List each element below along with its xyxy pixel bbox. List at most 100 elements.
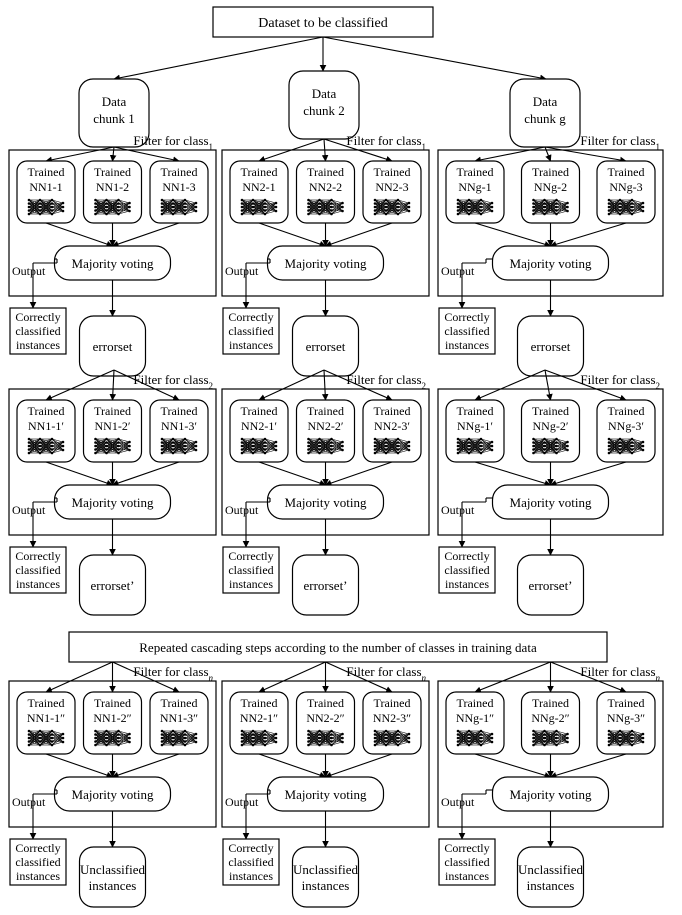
nn-edge: [544, 199, 557, 208]
nn-edge: [252, 206, 266, 215]
nn-edge: [28, 438, 41, 454]
nn-node: [532, 441, 535, 444]
nn-edge: [28, 730, 41, 746]
nn-name-label: NN2-1″: [240, 711, 278, 725]
nn-node: [263, 444, 267, 448]
stage-1-panel-3: Filter for class1TrainedNNg-1TrainedNNg-…: [437, 133, 664, 377]
nn-edge: [556, 733, 568, 735]
nn-edge: [172, 730, 186, 746]
nn-node: [128, 448, 131, 452]
nn-name-label: NN2-2: [309, 180, 342, 194]
nn-node: [251, 451, 255, 455]
nn-node: [373, 444, 377, 448]
nn-edge: [106, 206, 119, 215]
nn-node: [396, 736, 400, 740]
nn-node: [38, 198, 42, 202]
majority-voting-label: Majority voting: [510, 495, 592, 510]
correctly-classified-box: [222, 546, 280, 594]
nn-edge: [308, 730, 320, 742]
nn-edge: [533, 730, 545, 746]
nn-node: [407, 736, 411, 740]
nn-node: [128, 444, 131, 448]
nn-node: [641, 209, 645, 213]
nn-node: [630, 729, 634, 733]
nn-name-label: NNg-2: [534, 180, 567, 194]
nn-edge: [374, 442, 387, 454]
nn-node: [543, 437, 546, 441]
nn-node: [467, 448, 471, 451]
nn-edge: [172, 438, 186, 443]
result-label: errorset’: [303, 578, 347, 593]
nn-edge: [480, 733, 493, 746]
nn-node: [396, 448, 400, 451]
nn-edge: [106, 438, 119, 454]
nn-edge: [533, 741, 545, 746]
nn-edge: [319, 737, 332, 746]
nn-node: [94, 198, 97, 202]
nn-node: [555, 743, 558, 747]
arrow-to-nn: [258, 369, 325, 401]
filter-label: Filter for class1: [580, 133, 660, 152]
nn-edge: [264, 741, 277, 746]
nn-node: [240, 202, 244, 205]
nn-edge: [172, 438, 186, 447]
nn-node: [330, 198, 333, 202]
nn-node: [618, 202, 622, 205]
nn-edge: [533, 438, 545, 450]
nn-edge: [319, 438, 332, 450]
correctly-classified-label: Correctly: [15, 841, 60, 855]
nn-edge: [397, 441, 410, 454]
stage-3: Filter for classnTrainedNN1-1″TrainedNN1…: [8, 661, 664, 908]
nn-edge: [631, 202, 644, 215]
nn-node: [467, 209, 471, 212]
nn-name-label: NN1-2: [96, 180, 129, 194]
nn-edge: [631, 733, 644, 742]
nn-node: [543, 441, 546, 444]
nn-name-label: NN1-1′: [28, 419, 64, 433]
nn-edge: [385, 199, 399, 208]
nn-edge: [184, 202, 197, 215]
nn-edge: [608, 734, 621, 746]
nn-node: [160, 441, 164, 444]
nn-edge: [397, 445, 410, 454]
nn-node: [318, 198, 321, 202]
nn-edge: [264, 445, 277, 454]
nn-node: [251, 740, 255, 743]
nn-edge: [631, 733, 644, 746]
nn-edge: [457, 438, 470, 443]
nn-node: [183, 733, 187, 736]
nn-node: [467, 202, 471, 205]
nn-node: [105, 451, 108, 455]
nn-edge: [544, 730, 557, 735]
nn-node: [330, 736, 333, 740]
nn-node: [384, 451, 388, 455]
nn-edge: [619, 203, 633, 215]
nn-node: [105, 740, 108, 743]
nn-edge: [374, 741, 387, 746]
nn-node: [240, 444, 244, 448]
nn-node: [117, 736, 120, 740]
nn-node: [479, 451, 483, 455]
correctly-classified-label: Correctly: [15, 310, 60, 324]
nn-edge: [397, 438, 410, 443]
nn-name-label: NN1-3: [162, 180, 195, 194]
arrow-to-nn: [474, 369, 546, 401]
neural-net-icon: [456, 729, 494, 747]
arrow-to-nn: [550, 661, 627, 693]
nn-node: [607, 451, 611, 455]
nn-edge: [631, 441, 644, 447]
nn-edge: [28, 730, 41, 739]
nn-edge: [264, 441, 277, 447]
nn-name-label: NN1-1″: [27, 711, 65, 725]
nn-edge: [106, 210, 119, 215]
nn-edge: [264, 202, 277, 215]
nn-node: [61, 740, 65, 744]
nn-node: [117, 444, 120, 448]
neural-net-icon: [27, 198, 65, 216]
nn-edge: [468, 734, 482, 746]
nn-node: [183, 202, 187, 205]
correctly-classified-box: [9, 838, 67, 886]
nn-edge: [241, 210, 254, 215]
nn-edge: [319, 741, 332, 746]
nn-node: [50, 198, 54, 202]
